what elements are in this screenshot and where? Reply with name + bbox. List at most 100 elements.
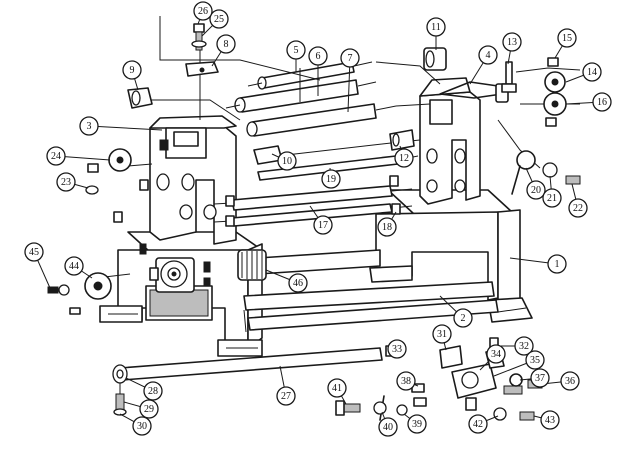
part-callout-36: 36 <box>560 371 580 391</box>
part-callout-43: 43 <box>540 410 560 430</box>
part-callout-35: 35 <box>525 350 545 370</box>
callout-circle <box>378 417 398 437</box>
callout-circle <box>592 92 612 112</box>
part-callout-6: 6 <box>308 46 328 66</box>
part-number-label: 39 <box>412 419 422 430</box>
callout-circle <box>79 116 99 136</box>
drive-shaft <box>237 249 381 281</box>
part-callout-5: 5 <box>286 40 306 60</box>
part-callout-3: 3 <box>79 116 99 136</box>
part-number-label: 7 <box>348 53 353 64</box>
part-number-label: 25 <box>214 14 224 25</box>
part-callout-23: 23 <box>56 172 76 192</box>
part-number-label: 35 <box>530 355 540 366</box>
callout-circle <box>277 151 297 171</box>
callout-circle <box>486 344 506 364</box>
part-number-label: 34 <box>491 349 501 360</box>
callout-circle <box>143 381 163 401</box>
top-rolls <box>213 61 419 227</box>
callout-circle <box>547 254 567 274</box>
part-number-label: 28 <box>148 386 158 397</box>
lower-shaft-assembly <box>112 337 543 421</box>
part-callout-33: 33 <box>387 339 407 359</box>
callout-circle <box>340 48 360 68</box>
part-callout-22: 22 <box>568 198 588 218</box>
part-number-label: 3 <box>87 121 92 132</box>
part-number-label: 22 <box>573 203 583 214</box>
part-number-label: 26 <box>198 6 208 17</box>
part-callout-34: 34 <box>486 344 506 364</box>
part-callout-1: 1 <box>547 254 567 274</box>
part-callout-39: 39 <box>407 414 427 434</box>
part-callout-14: 14 <box>582 62 602 82</box>
part-callout-28: 28 <box>143 381 163 401</box>
callout-circle <box>321 169 341 189</box>
leader-line-3 <box>88 125 163 131</box>
part-number-label: 30 <box>137 421 147 432</box>
part-callout-16: 16 <box>592 92 612 112</box>
part-number-label: 23 <box>61 177 71 188</box>
callout-circle <box>286 40 306 60</box>
small-parts <box>47 23 581 315</box>
callout-circle <box>377 217 397 237</box>
part-callout-21: 21 <box>542 188 562 208</box>
part-number-label: 19 <box>326 174 336 185</box>
part-number-label: 31 <box>437 329 447 340</box>
part-number-label: 44 <box>69 261 79 272</box>
part-number-label: 4 <box>486 50 491 61</box>
callout-circle <box>327 378 347 398</box>
part-callout-42: 42 <box>468 414 488 434</box>
part-number-label: 40 <box>383 422 393 433</box>
callout-circle <box>24 242 44 262</box>
part-callout-7: 7 <box>340 48 360 68</box>
part-number-label: 2 <box>461 313 466 324</box>
callout-circle <box>64 256 84 276</box>
part-callout-8: 8 <box>216 34 236 54</box>
callout-circle <box>407 414 427 434</box>
part-callout-45: 45 <box>24 242 44 262</box>
part-callout-44: 44 <box>64 256 84 276</box>
part-number-label: 45 <box>29 247 39 258</box>
part-number-label: 9 <box>130 65 135 76</box>
callout-circle <box>139 399 159 419</box>
part-number-label: 38 <box>401 376 411 387</box>
part-callout-40: 40 <box>378 417 398 437</box>
part-number-label: 10 <box>282 156 292 167</box>
gear-14 <box>544 71 566 93</box>
part-number-label: 36 <box>565 376 575 387</box>
callout-circle <box>478 45 498 65</box>
part-number-label: 24 <box>51 151 61 162</box>
callout-circle <box>502 32 522 52</box>
part-number-label: 33 <box>392 344 402 355</box>
left-base-frame <box>99 231 263 357</box>
callout-circle <box>432 324 452 344</box>
part-callout-38: 38 <box>396 371 416 391</box>
part-callout-2: 2 <box>453 308 473 328</box>
part-callout-13: 13 <box>502 32 522 52</box>
right-roll-housing <box>419 77 509 205</box>
callout-circle <box>394 148 414 168</box>
part-callout-46: 46 <box>288 273 308 293</box>
part-number-label: 20 <box>531 185 541 196</box>
callout-circle <box>46 146 66 166</box>
gear-motor <box>149 257 195 293</box>
part-callout-19: 19 <box>321 169 341 189</box>
part-number-label: 27 <box>281 391 291 402</box>
part-number-label: 17 <box>318 220 328 231</box>
part-number-label: 21 <box>547 193 557 204</box>
part-number-label: 5 <box>294 45 299 56</box>
part-callout-29: 29 <box>139 399 159 419</box>
part-callout-20: 20 <box>526 180 546 200</box>
left-roll-housing <box>149 115 237 245</box>
part-callout-17: 17 <box>313 215 333 235</box>
part-callout-15: 15 <box>557 28 577 48</box>
part-callout-26: 26 <box>193 1 213 21</box>
callout-circle <box>122 60 142 80</box>
part-number-label: 15 <box>562 33 572 44</box>
part-callout-30: 30 <box>132 416 152 436</box>
part-callout-24: 24 <box>46 146 66 166</box>
callout-circle <box>313 215 333 235</box>
callout-circle <box>276 386 296 406</box>
